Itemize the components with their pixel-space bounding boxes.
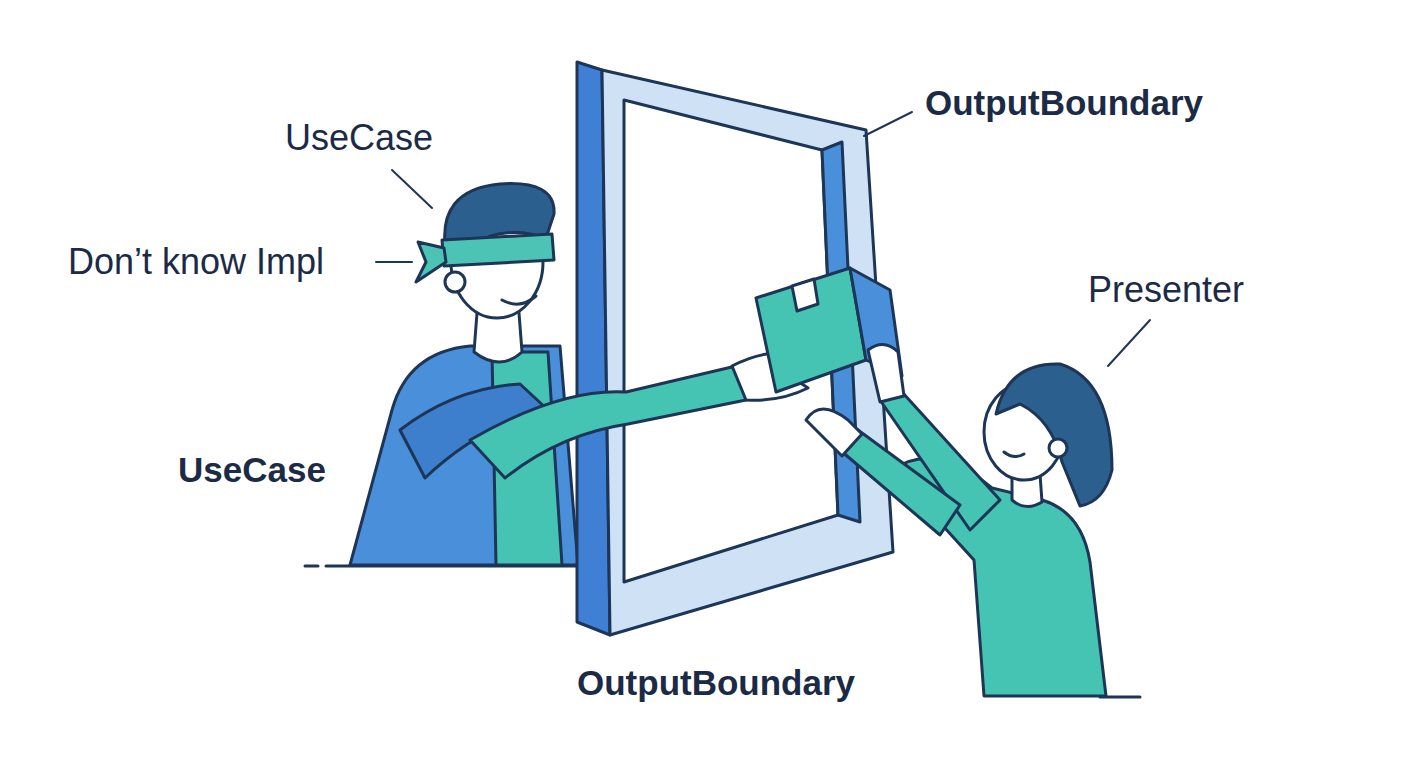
ground-line xyxy=(305,565,318,568)
man-arm xyxy=(470,366,746,478)
blindfold xyxy=(442,234,554,266)
woman-ear xyxy=(1049,439,1067,457)
package-tape xyxy=(792,279,818,311)
leader-line xyxy=(376,261,412,263)
leader-line xyxy=(864,112,912,136)
label-text: UseCase xyxy=(285,116,433,159)
woman-hair xyxy=(996,364,1112,506)
label-text: OutputBoundary xyxy=(925,82,1203,124)
leader-line xyxy=(1108,320,1150,366)
blindfold-knot xyxy=(416,242,446,282)
package-front xyxy=(756,268,866,392)
label-text: UseCase xyxy=(178,449,326,491)
man-smile xyxy=(502,296,536,304)
woman-smile xyxy=(1004,452,1024,457)
leader-line xyxy=(392,170,432,208)
woman-hand xyxy=(868,344,904,402)
label-text: Don’t know Impl xyxy=(68,240,324,283)
woman-arm xyxy=(840,430,960,535)
label-text: Presenter xyxy=(1088,268,1244,311)
man-jacket xyxy=(350,346,578,565)
woman-hand xyxy=(806,409,862,456)
frame-front xyxy=(602,70,893,635)
man-ear xyxy=(445,272,465,292)
label-text: OutputBoundary xyxy=(577,662,855,704)
